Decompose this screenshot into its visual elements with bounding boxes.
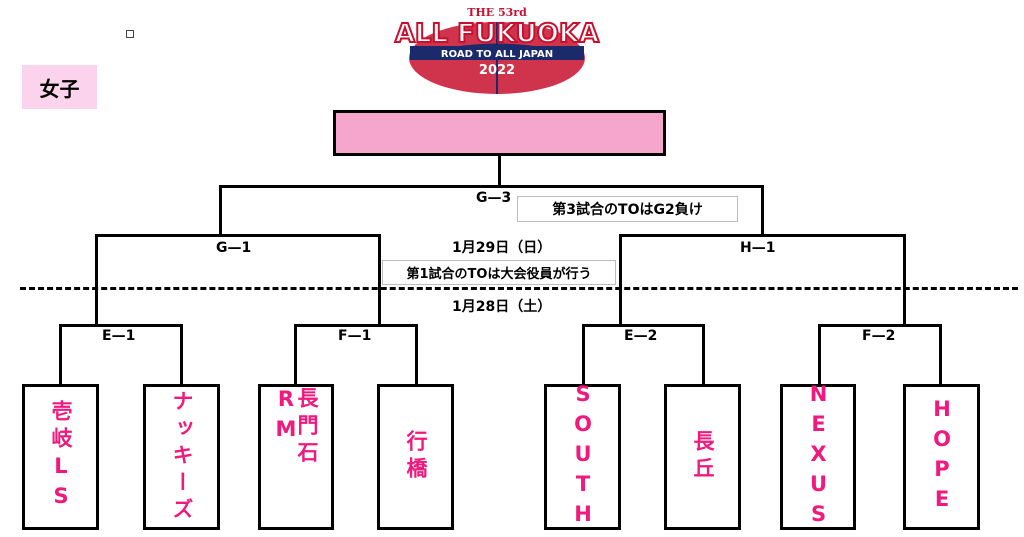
- line-g3-right: [761, 185, 764, 236]
- team-name: 長丘: [691, 430, 715, 484]
- line-f2-left: [818, 324, 821, 386]
- logo-line3: ROAD TO ALL JAPAN: [441, 49, 553, 60]
- line-f1-right: [415, 324, 418, 386]
- match-label-f1: F—1: [338, 328, 372, 344]
- team-name: 行橋: [404, 430, 428, 484]
- date-day2: 1月29日（日）: [452, 240, 552, 256]
- team-box: 壱岐LS: [22, 384, 99, 530]
- match-label-g3: G—3: [476, 190, 512, 206]
- team-name: 壱岐LS: [49, 400, 73, 514]
- line-e2-left: [582, 324, 585, 386]
- line-h1-right: [903, 234, 906, 326]
- line-champion-stem: [498, 156, 501, 186]
- small-square-marker: [126, 30, 134, 38]
- match-label-e2: E—2: [624, 328, 658, 344]
- team-box: 長丘: [664, 384, 741, 530]
- team-name: ナッキーズ: [170, 389, 194, 525]
- match-label-g1: G—1: [216, 240, 252, 256]
- line-g1-right: [378, 234, 381, 326]
- tournament-logo: THE 53rd ALL FUKUOKA ROAD TO ALL JAPAN 2…: [394, 6, 600, 94]
- team-name: NEXUS: [806, 382, 831, 532]
- team-box: SOUTH: [544, 382, 621, 532]
- line-f2-horizontal: [818, 324, 942, 327]
- line-e1-right: [180, 324, 183, 386]
- team-box: ナッキーズ: [143, 384, 220, 530]
- line-g3-left: [219, 185, 222, 236]
- team-name: HOPE: [930, 397, 954, 517]
- team-box: 長門石RM: [258, 384, 334, 530]
- line-e2-horizontal: [582, 324, 705, 327]
- date-day1: 1月28日（土）: [452, 299, 552, 315]
- line-e1-left: [59, 324, 62, 386]
- category-label: 女子: [39, 76, 80, 101]
- category-tag: 女子: [22, 65, 97, 109]
- line-e2-right: [702, 324, 705, 386]
- note-first-match-to: 第1試合のTOは大会役員が行う: [382, 260, 616, 285]
- note-g3-to: 第3試合のTOはG2負け: [517, 196, 738, 222]
- champion-box: [333, 110, 666, 156]
- team-box: 行橋: [377, 384, 454, 530]
- match-label-e1: E—1: [102, 328, 136, 344]
- logo-line2: ALL FUKUOKA: [395, 19, 599, 49]
- match-label-f2: F—2: [862, 328, 896, 344]
- line-f2-right: [939, 324, 942, 386]
- line-g1-left: [95, 234, 98, 326]
- team-name: SOUTH: [571, 382, 595, 532]
- team-box: HOPE: [903, 384, 980, 530]
- match-label-h1: H—1: [740, 240, 776, 256]
- line-f1-left: [294, 324, 297, 386]
- line-g1-horizontal: [95, 234, 381, 237]
- logo-line1: THE 53rd: [467, 6, 527, 19]
- line-g3-horizontal: [219, 185, 764, 188]
- team-box: NEXUS: [780, 382, 856, 532]
- team-name: 長門石RM: [274, 387, 319, 468]
- line-f1-horizontal: [294, 324, 418, 327]
- line-e1-horizontal: [59, 324, 183, 327]
- day-separator-dashed-line: [20, 287, 1018, 290]
- line-h1-horizontal: [619, 234, 906, 237]
- line-h1-left: [619, 234, 622, 326]
- logo-year: 2022: [479, 63, 515, 78]
